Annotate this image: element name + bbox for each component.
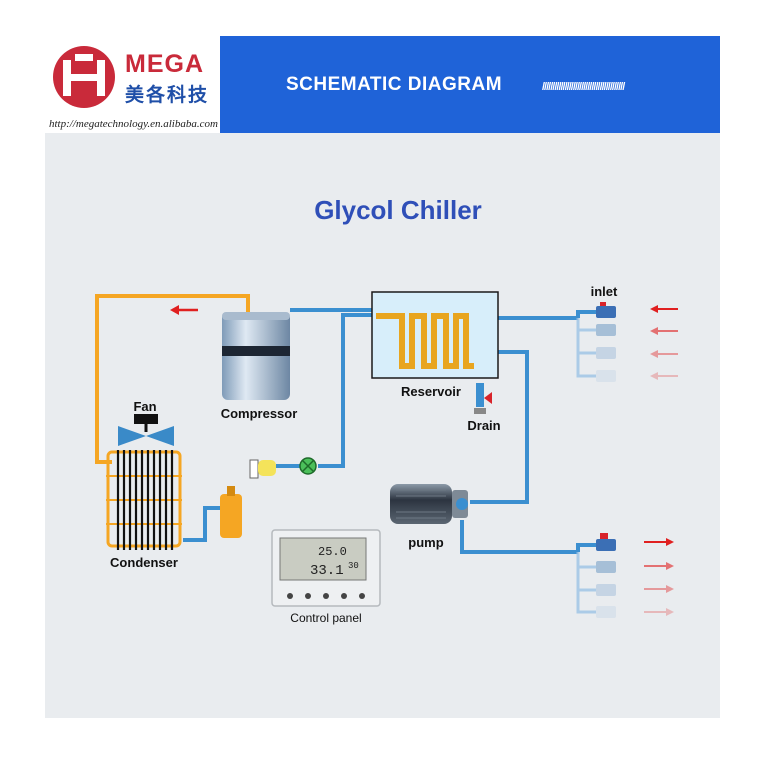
- page-title: SCHEMATIC DIAGRAM: [286, 74, 503, 95]
- control-panel-label: Control panel: [290, 611, 361, 625]
- fan-label: Fan: [133, 399, 156, 414]
- condenser: [106, 450, 182, 550]
- filter-drier-icon: [249, 459, 276, 479]
- brand-name-chinese: 美各科技: [125, 85, 210, 106]
- drain-label: Drain: [467, 418, 500, 433]
- pump-label: pump: [408, 535, 443, 550]
- faded-branch-pipes: [576, 318, 596, 614]
- header-bar: SCHEMATIC DIAGRAM //////////////////////…: [220, 36, 720, 133]
- fan-icon: [118, 414, 174, 446]
- drain-valve-icon: [474, 383, 492, 414]
- coolant-pipes: [183, 308, 596, 554]
- evaporator-coil: [376, 313, 474, 369]
- hot-gas-pipe: [95, 294, 250, 464]
- arrow-left-icon: [650, 350, 678, 358]
- compressor: [222, 312, 290, 400]
- brand-name: MEGA: [125, 50, 204, 78]
- expansion-valve-icon: [299, 457, 317, 475]
- reservoir-label: Reservoir: [401, 384, 461, 399]
- display-upper-value: 25.0: [318, 545, 347, 559]
- logo-area: MEGA 美各科技 http://megatechnology.en.aliba…: [45, 36, 220, 133]
- outlet-connectors: [596, 533, 616, 618]
- receiver-tank: [220, 486, 242, 538]
- diagram-title: Glycol Chiller: [314, 195, 482, 225]
- condenser-label: Condenser: [110, 555, 178, 570]
- arrow-left-icon: [650, 327, 678, 335]
- arrow-right-icon: [644, 562, 674, 570]
- arrow-right-icon: [644, 538, 674, 546]
- pump: [390, 484, 468, 524]
- outlet-connector-icon: [596, 533, 616, 551]
- display-lower-value: 33.1: [310, 563, 344, 579]
- title-decoration: ////////////////////////////////////////: [542, 81, 625, 93]
- arrow-left-icon: [650, 305, 678, 313]
- inlet-label: inlet: [591, 284, 618, 299]
- condenser-fins: [116, 450, 174, 550]
- inlet-arrows: [650, 305, 678, 380]
- company-url: http://megatechnology.en.alibaba.com: [49, 118, 218, 130]
- mega-logo-icon: [53, 46, 115, 108]
- control-panel: 25.0 33.1 30: [271, 529, 381, 607]
- display-side-value: 30: [348, 561, 359, 571]
- outlet-arrows: [644, 538, 674, 616]
- arrow-right-icon: [644, 585, 674, 593]
- flow-arrow-left-icon: [170, 305, 198, 315]
- reservoir: [371, 291, 499, 379]
- arrow-right-icon: [644, 608, 674, 616]
- arrow-left-icon: [650, 372, 678, 380]
- inlet-connectors: [596, 302, 616, 382]
- compressor-label: Compressor: [221, 406, 298, 421]
- diagram-canvas: [45, 133, 720, 718]
- inlet-connector-icon: [596, 302, 616, 318]
